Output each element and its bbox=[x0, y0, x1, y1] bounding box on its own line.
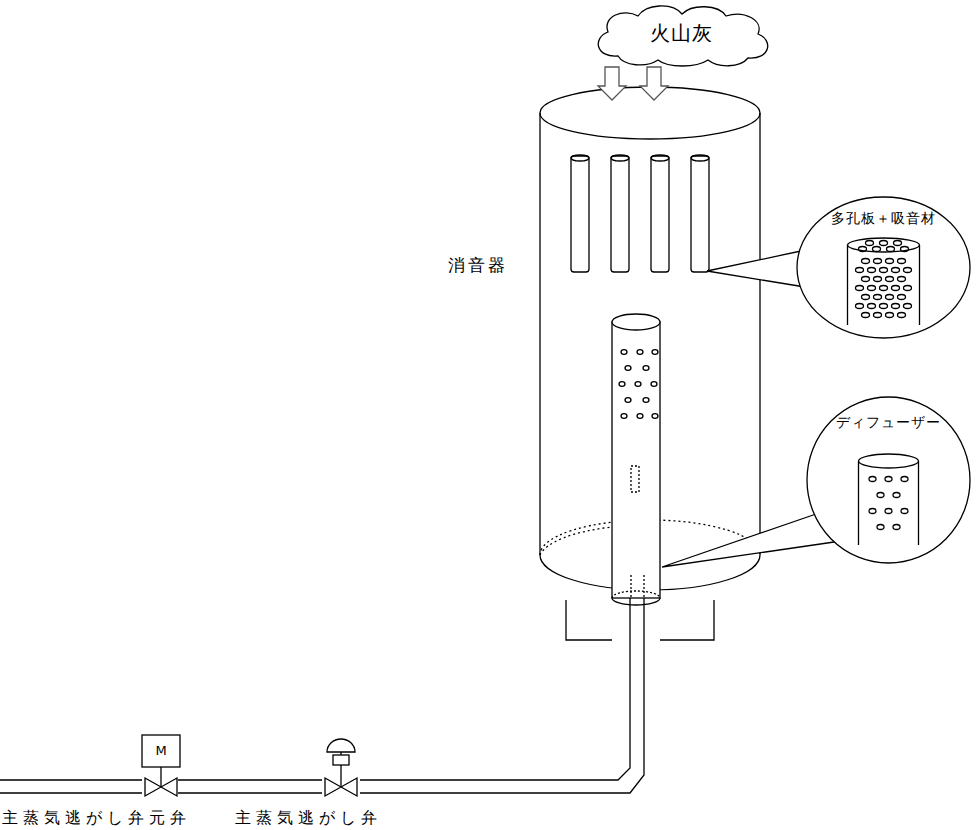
diffuser bbox=[540, 314, 660, 605]
steam-pipe bbox=[0, 598, 644, 793]
valve-label: 主蒸気逃がし弁 bbox=[235, 808, 382, 829]
valve-label: 主蒸気逃がし弁元弁 bbox=[2, 808, 191, 829]
support-bracket bbox=[566, 600, 714, 640]
flow-arrow bbox=[598, 67, 626, 100]
ash-cloud: 火山灰 bbox=[588, 4, 774, 66]
callout-bubble: ディフューザー bbox=[805, 395, 972, 565]
relief-valve bbox=[322, 739, 360, 798]
flow-arrow bbox=[640, 67, 668, 100]
absorber-tubes bbox=[571, 155, 709, 272]
part-name: 消音器 bbox=[448, 254, 508, 277]
motor-label: M bbox=[142, 735, 180, 767]
callout-bubble: 多孔板＋吸音材 bbox=[795, 195, 972, 340]
callout-text: 火山灰 bbox=[588, 4, 774, 47]
silencer: 消音器 bbox=[540, 100, 760, 600]
callout-text: 多孔板＋吸音材 bbox=[795, 195, 972, 228]
callout-text: ディフューザー bbox=[805, 395, 972, 432]
motor-valve bbox=[142, 735, 180, 798]
